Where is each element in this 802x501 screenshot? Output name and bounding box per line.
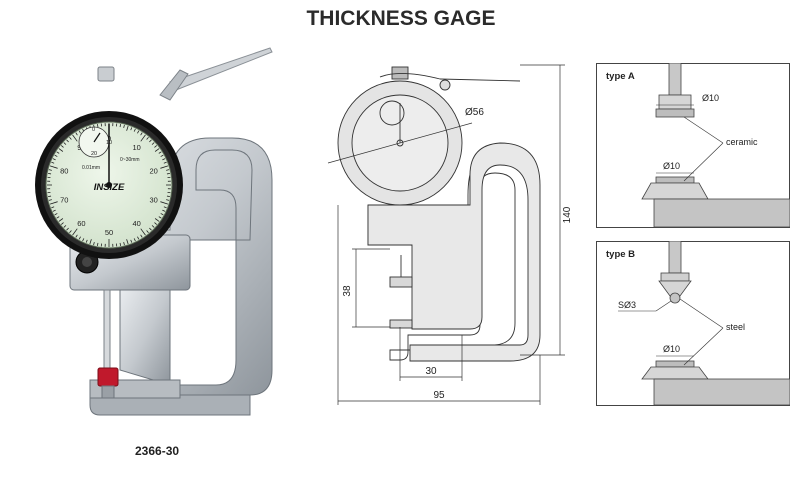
depth-label: 38: [342, 285, 353, 297]
type-a-material: ceramic: [726, 137, 758, 147]
sub-dial-twenty: 20: [91, 151, 97, 157]
dial-diameter-label: Ø56: [465, 107, 484, 118]
dial-number: 70: [60, 196, 68, 205]
height-label: 140: [562, 206, 573, 223]
dial-number: 50: [105, 228, 113, 237]
type-b-panel: type B SØ3 Ø10 steel: [596, 241, 790, 406]
model-number: 2366-30: [135, 444, 180, 458]
dial-number: 60: [77, 219, 85, 228]
throat-label: 30: [425, 366, 437, 377]
sub-dial-zero: 0: [92, 127, 95, 133]
type-a-upper-dia: Ø10: [702, 93, 719, 103]
type-b-material: steel: [726, 322, 745, 332]
dial-number: 80: [60, 166, 68, 175]
dial-range: 0~30mm: [120, 157, 140, 163]
type-a-label: type A: [606, 71, 635, 82]
dial-number: 40: [132, 219, 140, 228]
type-b-label: type B: [606, 249, 635, 260]
dial-number: 30: [150, 196, 158, 205]
type-b-ball: SØ3: [618, 300, 636, 310]
page-title: THICKNESS GAGE: [306, 7, 496, 30]
width-label: 95: [433, 390, 445, 401]
type-a-panel: type A Ø10 Ø10 ceramic: [596, 63, 790, 228]
dial-resolution: 0.01mm: [82, 165, 100, 171]
type-b-lower-dia: Ø10: [663, 344, 680, 354]
dimension-drawing: Ø56 140 38 30 95: [327, 64, 573, 405]
gage-photo: 0102030405060708090 0 10 20 INSIZE 0.01m…: [35, 47, 273, 416]
type-a-lower-dia: Ø10: [663, 161, 680, 171]
dial-number: 10: [132, 143, 140, 152]
frame: [69, 137, 273, 396]
dial-number: 20: [150, 166, 158, 175]
